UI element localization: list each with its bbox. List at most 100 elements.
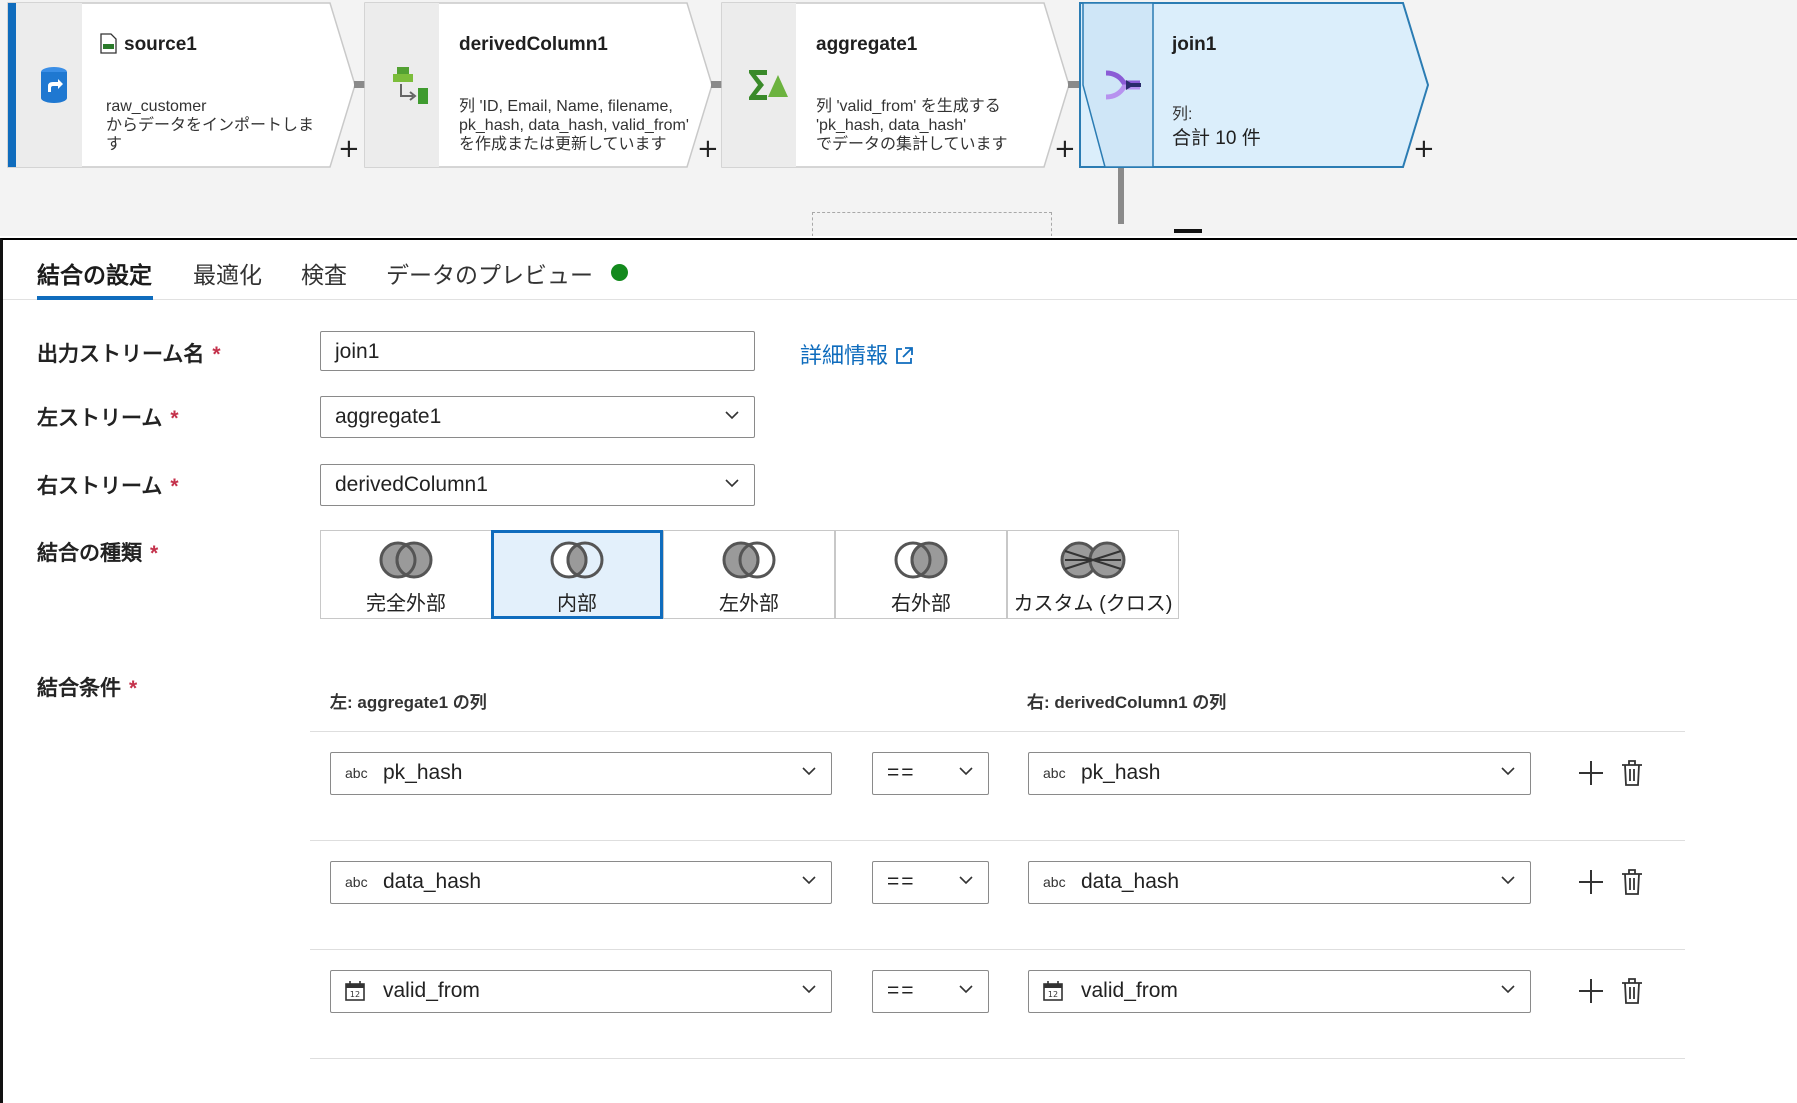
data-flow-canvas[interactable]: source1 raw_customer からデータをインポートしま す + d… <box>0 0 1797 236</box>
join-icon <box>1094 4 1154 166</box>
add-transform-button[interactable]: + <box>1413 134 1435 164</box>
selected-value: == <box>887 761 916 784</box>
calendar-icon: 12 <box>1043 981 1063 1001</box>
operator-select[interactable]: == <box>872 752 989 795</box>
chevron-down-icon <box>725 479 739 488</box>
desc-line: 列 'ID, Email, Name, filename, <box>459 98 673 115</box>
join-type-label: 右外部 <box>891 593 951 615</box>
cross-join-icon <box>1060 541 1126 579</box>
link-text: 詳細情報 <box>800 343 889 368</box>
node-columns-label: 列: <box>1172 106 1193 123</box>
chevron-down-icon <box>959 985 973 994</box>
required-marker: * <box>150 542 159 565</box>
desc-line: 列 'valid_from' を生成する <box>816 98 1001 115</box>
tab-data-preview[interactable]: データのプレビュー <box>386 262 593 288</box>
derived-column-icon <box>377 4 445 166</box>
chevron-down-icon <box>1501 876 1515 885</box>
add-transform-button[interactable]: + <box>697 134 719 164</box>
output-stream-label: 出力ストリーム名 * <box>37 338 221 368</box>
status-dot-icon <box>611 264 628 281</box>
delete-icon[interactable] <box>1620 868 1644 896</box>
settings-panel: 結合の設定 最適化 検査 データのプレビュー 出力ストリーム名 * join1 詳… <box>0 238 1797 1103</box>
add-condition-icon[interactable] <box>1578 869 1604 895</box>
operator-select[interactable]: == <box>872 970 989 1013</box>
node-shape <box>1079 2 1430 168</box>
add-transform-button[interactable]: + <box>1054 134 1076 164</box>
join-type-right-outer[interactable]: 右外部 <box>835 530 1007 619</box>
chevron-down-icon <box>1501 985 1515 994</box>
output-stream-input[interactable]: join1 <box>320 331 755 371</box>
join-type-full-outer[interactable]: 完全外部 <box>320 530 492 619</box>
left-column-select[interactable]: 12 valid_from <box>330 970 832 1013</box>
string-type-icon: abc <box>1043 874 1066 890</box>
join-type-inner[interactable]: 内部 <box>491 530 663 619</box>
selected-value: pk_hash <box>383 761 463 784</box>
connector-line <box>1068 81 1082 88</box>
tab-optimize[interactable]: 最適化 <box>193 262 262 288</box>
desc-line: pk_hash, data_hash, valid_from' <box>459 117 689 134</box>
left-column-select[interactable]: abc pk_hash <box>330 752 832 795</box>
svg-text:12: 12 <box>1048 990 1058 999</box>
right-stream-select[interactable]: derivedColumn1 <box>320 464 755 506</box>
left-stream-select[interactable]: aggregate1 <box>320 396 755 438</box>
connector-line <box>711 81 725 88</box>
calendar-icon: 12 <box>345 981 365 1001</box>
right-column-select[interactable]: abc pk_hash <box>1028 752 1531 795</box>
label-text: 右ストリーム <box>37 475 163 498</box>
label-text: 左ストリーム <box>37 407 163 430</box>
connector-line <box>354 81 368 88</box>
pipeline-node-aggregate1[interactable]: aggregate1 列 'valid_from' を生成する 'pk_hash… <box>720 2 1070 168</box>
join-type-label: 完全外部 <box>366 593 446 615</box>
desc-line: でデータの集計しています <box>816 136 1008 153</box>
connector-line <box>1118 168 1124 224</box>
right-outer-join-icon <box>894 541 948 579</box>
pipeline-node-source1[interactable]: source1 raw_customer からデータをインポートしま す <box>6 2 356 168</box>
chevron-down-icon <box>802 876 816 885</box>
right-column-select[interactable]: abc data_hash <box>1028 861 1531 904</box>
pipeline-node-derivedColumn1[interactable]: derivedColumn1 列 'ID, Email, Name, filen… <box>363 2 713 168</box>
database-icon <box>20 4 88 166</box>
selected-value: valid_from <box>1081 979 1178 1002</box>
node-shape <box>364 2 713 168</box>
operator-select[interactable]: == <box>872 861 989 904</box>
add-condition-icon[interactable] <box>1578 978 1604 1004</box>
join-type-custom-cross[interactable]: カスタム (クロス) <box>1007 530 1179 619</box>
tab-join-settings[interactable]: 結合の設定 <box>37 262 152 288</box>
join-type-label: 内部 <box>557 593 597 615</box>
node-shape <box>7 2 356 168</box>
join-type-label: 左外部 <box>719 593 779 615</box>
full-outer-join-icon <box>379 541 433 579</box>
node-title: source1 <box>124 34 197 55</box>
required-marker: * <box>170 475 179 498</box>
left-column-select[interactable]: abc data_hash <box>330 861 832 904</box>
add-condition-icon[interactable] <box>1578 760 1604 786</box>
learn-more-link[interactable]: 詳細情報 <box>800 338 914 370</box>
label-text: 結合条件 <box>37 677 121 700</box>
aggregate-sigma-icon <box>734 4 802 166</box>
node-title: derivedColumn1 <box>459 34 608 55</box>
node-columns-total: 合計 10 件 <box>1172 128 1261 149</box>
right-column-select[interactable]: 12 valid_from <box>1028 970 1531 1013</box>
active-tab-indicator <box>37 296 153 300</box>
required-marker: * <box>170 407 179 430</box>
node-description: 列 'ID, Email, Name, filename, pk_hash, d… <box>459 97 699 154</box>
delete-icon[interactable] <box>1620 759 1644 787</box>
required-marker: * <box>212 343 221 366</box>
inner-join-icon <box>550 541 604 579</box>
desc-line: からデータをインポートしま <box>106 117 315 134</box>
delete-icon[interactable] <box>1620 977 1644 1005</box>
selected-value: data_hash <box>1081 870 1180 893</box>
chevron-down-icon <box>725 411 739 420</box>
add-transform-button[interactable]: + <box>338 134 360 164</box>
tab-inspect[interactable]: 検査 <box>301 262 347 288</box>
svg-text:12: 12 <box>350 990 360 999</box>
selected-value: == <box>887 979 916 1002</box>
panel-resize-handle[interactable] <box>1174 229 1202 233</box>
drop-target-placeholder <box>812 212 1052 236</box>
desc-line: を作成または更新しています <box>459 136 667 153</box>
chevron-down-icon <box>802 767 816 776</box>
label-text: 出力ストリーム名 <box>37 343 205 366</box>
join-type-left-outer[interactable]: 左外部 <box>663 530 835 619</box>
left-columns-header: 左: aggregate1 の列 <box>330 693 487 712</box>
pipeline-node-join1[interactable]: join1 列: 合計 10 件 <box>1078 2 1430 168</box>
